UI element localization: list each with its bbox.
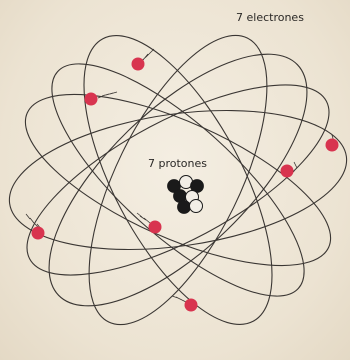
electrons-label: 7 electrones	[236, 11, 304, 24]
orbit-path	[20, 30, 336, 330]
orbit-path	[10, 14, 346, 345]
electron-trail	[172, 296, 186, 302]
proton	[190, 200, 203, 213]
electron-dot	[32, 227, 45, 240]
electron-dot	[149, 221, 162, 234]
electron-dot	[326, 139, 339, 152]
nucleus	[168, 176, 204, 214]
electron-dot	[185, 299, 198, 312]
electron-dot	[132, 58, 145, 71]
protons-label: 7 protones	[148, 157, 207, 170]
electron-dot	[85, 93, 98, 106]
proton	[178, 201, 191, 214]
electron-trail	[137, 213, 150, 223]
electron-dot	[281, 165, 294, 178]
